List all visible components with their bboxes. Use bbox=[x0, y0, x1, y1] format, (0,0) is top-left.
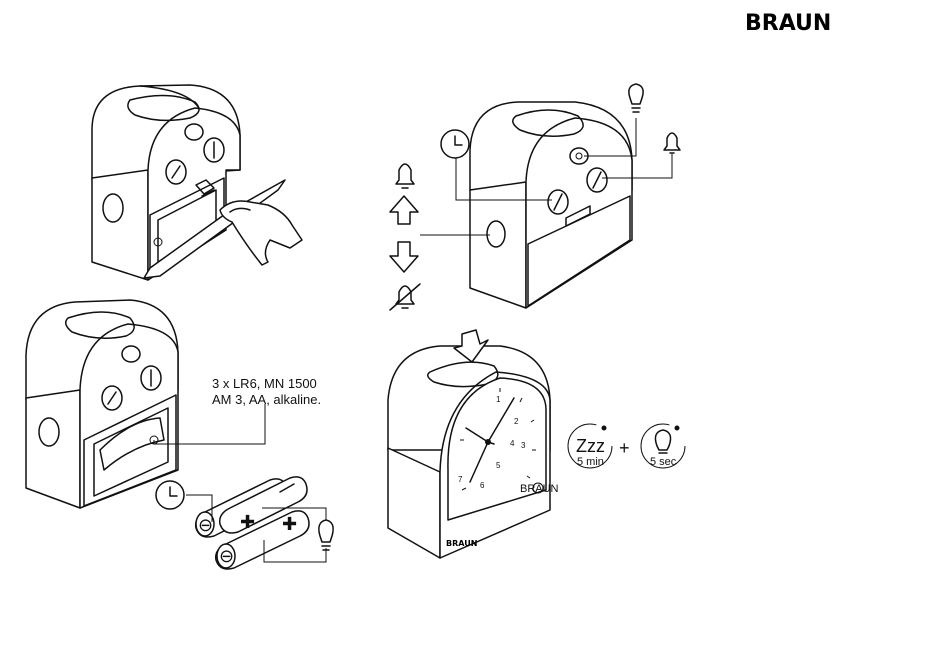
dial-numeral: 6 bbox=[480, 481, 485, 490]
svg-text:⊖: ⊖ bbox=[198, 515, 213, 535]
dial-logo: BRAUN bbox=[520, 483, 559, 495]
battery-spec-line2: AM 3, AA, alkaline. bbox=[212, 392, 321, 407]
light-bulb-icon bbox=[319, 520, 333, 550]
dial-numeral: 1 bbox=[496, 395, 501, 404]
clock-controls-illustration bbox=[420, 102, 672, 308]
snooze-symbol: Zzz bbox=[576, 436, 605, 456]
svg-text:✚: ✚ bbox=[282, 514, 297, 534]
clock-body-logo: BRAUN bbox=[446, 539, 477, 548]
bell-off-icon bbox=[390, 284, 420, 310]
clock-icon bbox=[441, 130, 469, 158]
svg-text:⊖: ⊖ bbox=[219, 546, 234, 566]
dial-numeral: 3 bbox=[521, 441, 526, 450]
clock-icon bbox=[156, 481, 184, 509]
svg-text:✚: ✚ bbox=[240, 512, 255, 532]
clock-battery-door-illustration bbox=[92, 85, 302, 280]
plus-sign: + bbox=[619, 438, 630, 458]
battery-spec-line1: 3 x LR6, MN 1500 bbox=[212, 376, 317, 391]
dial-numeral: 5 bbox=[496, 461, 501, 470]
arrow-up-icon bbox=[390, 196, 418, 224]
brand-logo: BRAUN bbox=[745, 11, 831, 36]
dial-numeral: 4 bbox=[510, 439, 515, 448]
arrow-down-icon bbox=[390, 242, 418, 272]
dial-numeral: 2 bbox=[514, 417, 519, 426]
clock-front-illustration: 1 2 3 4 5 6 7 BRAUN BRAUN bbox=[388, 346, 559, 558]
batteries-illustration: ⊖ ✚ ⊖ ✚ bbox=[186, 477, 326, 569]
light-duration: 5 sec bbox=[650, 456, 677, 468]
bell-icon bbox=[396, 164, 414, 188]
light-bulb-icon bbox=[629, 84, 643, 112]
snooze-duration: 5 min bbox=[577, 456, 604, 468]
bell-icon bbox=[664, 133, 680, 153]
dial-numeral: 7 bbox=[458, 475, 463, 484]
